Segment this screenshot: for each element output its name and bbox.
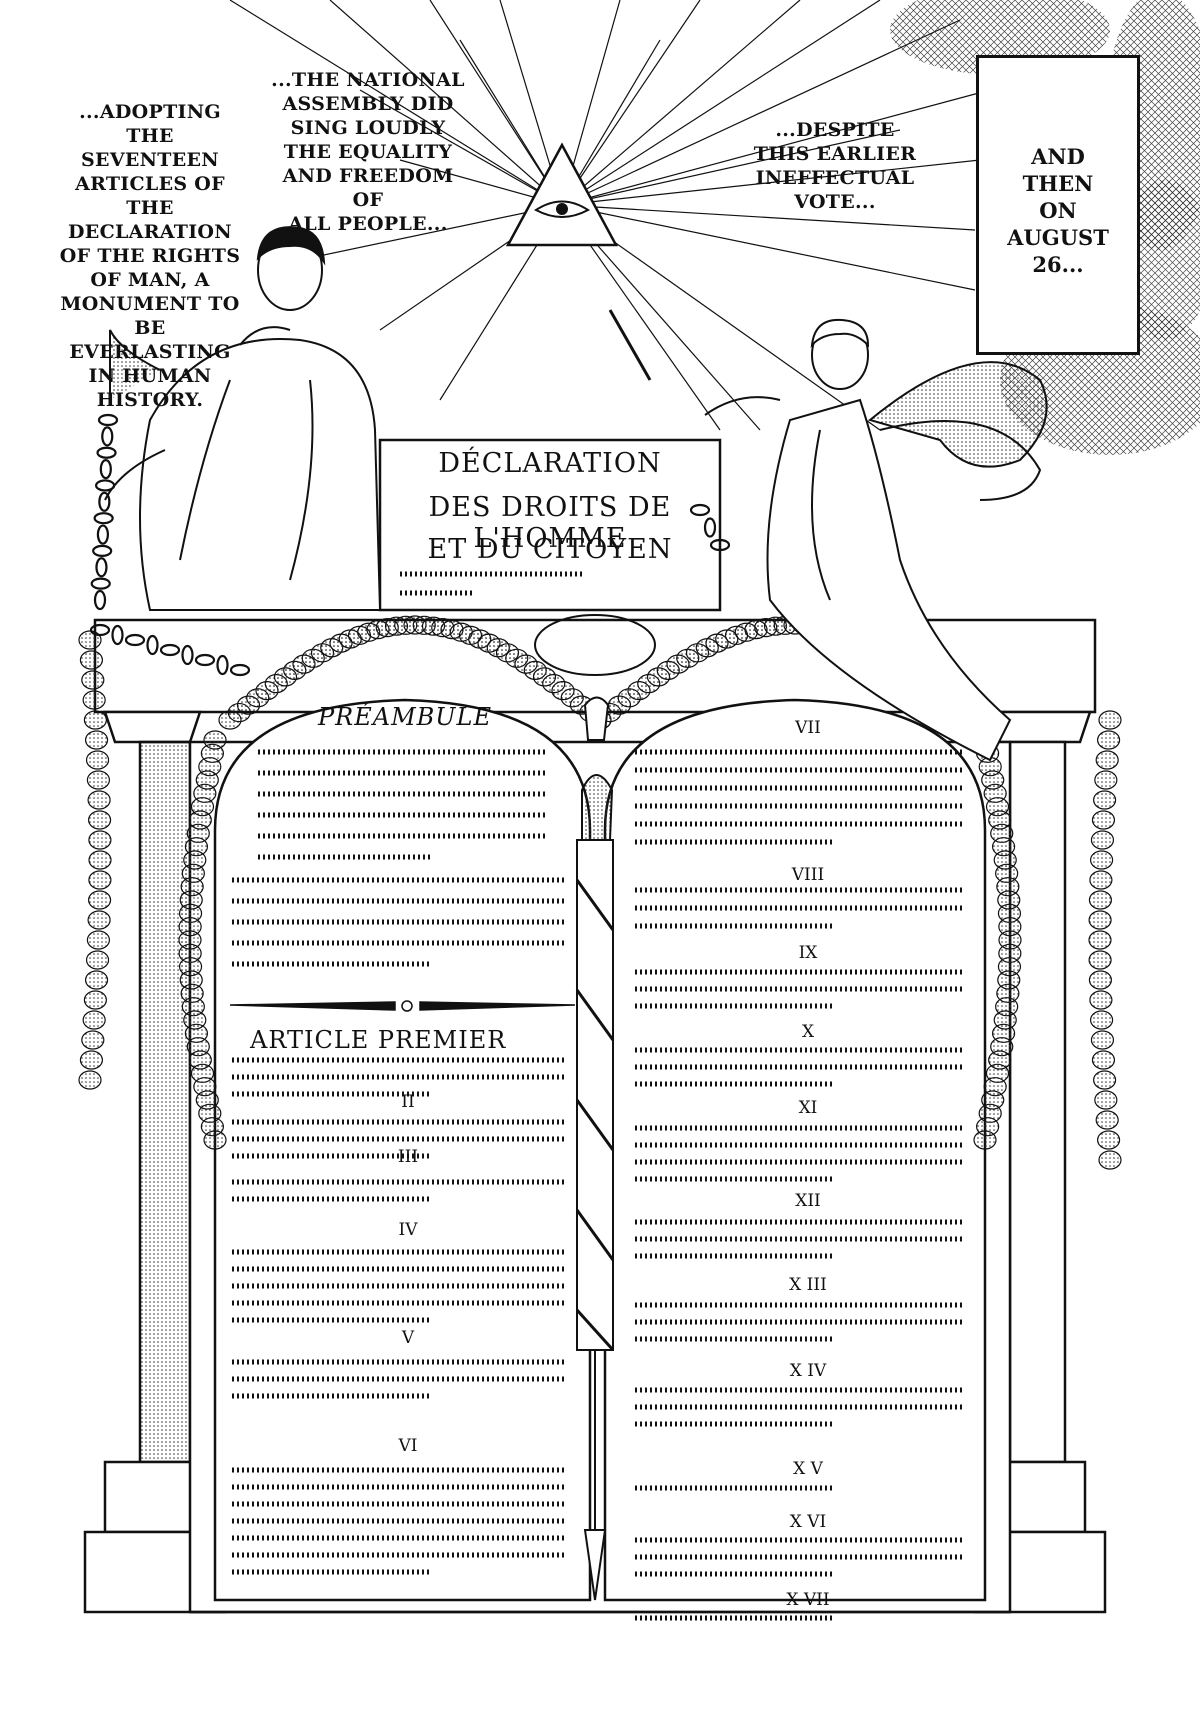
article-numeral: II (401, 1092, 415, 1112)
article-numeral: X (801, 1022, 815, 1042)
article-numeral: X VI (789, 1512, 827, 1532)
title-plaque (378, 438, 722, 612)
declaration-title-line-1: DÉCLARATION (438, 448, 662, 479)
article-numeral: X V (793, 1459, 823, 1479)
declaration-title-line-3: ET DU CITOYEN (427, 534, 673, 565)
article-numeral: V (401, 1328, 415, 1348)
article-numeral: XI (798, 1098, 818, 1118)
caption-center: ...THE NATIONAL ASSEMBLY DID SING LOUDLY… (271, 69, 465, 235)
preamble-heading: PRÉAMBULE (318, 703, 492, 731)
liberty-figure (104, 226, 382, 611)
sun-rays (229, 0, 991, 431)
article-numeral: XII (795, 1191, 821, 1211)
article-premier-heading: ARTICLE PREMIER (250, 1026, 507, 1054)
article-numeral: X VII (786, 1590, 830, 1610)
caption-box: AND THEN ON AUGUST 26... (976, 55, 1140, 355)
article-numeral: VII (795, 718, 821, 738)
section-divider (229, 1000, 576, 1012)
caption-left: ...ADOPTING THE SEVENTEEN ARTICLES OF TH… (59, 101, 241, 411)
article-numeral: IV (398, 1220, 418, 1240)
article-numeral: VIII (791, 865, 825, 885)
article-numeral: X IV (789, 1361, 827, 1381)
eye-of-providence (505, 142, 619, 247)
illegible-article-text (232, 571, 965, 1621)
article-numeral: III (397, 1147, 419, 1167)
article-numeral: VI (398, 1436, 418, 1456)
article-numeral: X III (789, 1275, 827, 1295)
caption-right: ...DESPITE THIS EARLIER INEFFECTUAL VOTE… (753, 119, 917, 213)
fasces-pike (534, 614, 656, 1601)
angel-figure (608, 309, 1048, 762)
declaration-title-line-2: DES DROITS DE L'HOMME (428, 492, 672, 554)
caption-box-text: AND THEN ON AUGUST 26... (1007, 144, 1109, 277)
article-numeral: IX (798, 943, 818, 963)
